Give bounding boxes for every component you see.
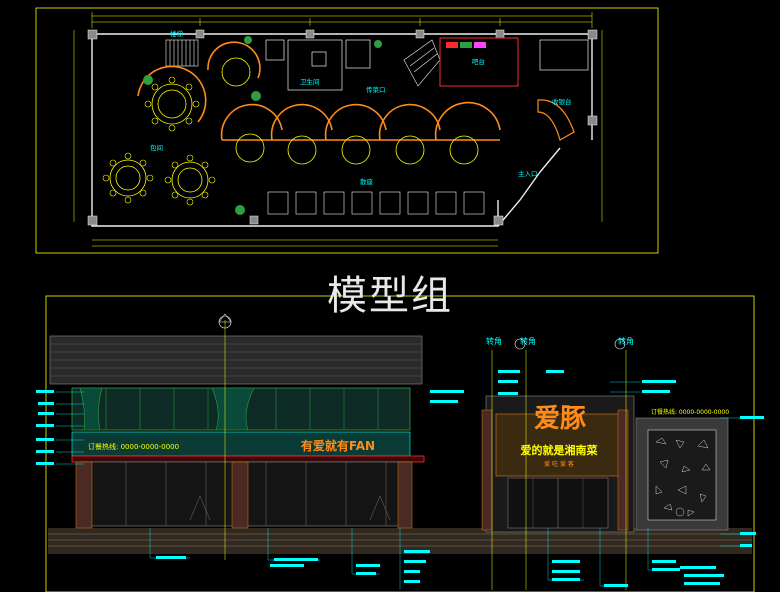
right-annotations — [610, 381, 740, 547]
left-annotations — [56, 391, 84, 465]
fascia: 订餐热线: 0000-0000-0000 有爱就有FAN — [71, 431, 411, 457]
plan-label-stair: 楼梯 — [170, 29, 184, 38]
fascia-slogan: 有爱就有FAN — [301, 438, 375, 453]
bottom-annotation-blocks — [156, 550, 724, 587]
turn-markers: 转角 转角 转角 — [218, 313, 634, 350]
plan-kitchen — [439, 37, 589, 141]
plan-booths — [267, 191, 485, 215]
turn-mark-3: 转角 — [618, 336, 634, 346]
leader-lines — [224, 320, 627, 590]
right-annotation-blocks — [430, 370, 764, 547]
plan-label-bar: 吧台 — [472, 57, 485, 66]
plan-columns — [87, 29, 598, 226]
elevation-frame — [45, 295, 755, 592]
sign-subtitle: 爱的就是湘南菜 — [521, 443, 599, 457]
plan-dimensions — [73, 12, 603, 247]
upper-cladding — [49, 335, 423, 385]
left-annotation-blocks — [36, 390, 54, 465]
plan-label-main-entry: 主入口 — [518, 169, 538, 178]
turn-mark-2: 转角 — [520, 336, 536, 346]
elevation: 订餐热线: 0000-0000-0000 有爱就有FAN — [36, 295, 764, 592]
turn-mark-1: 转角 — [486, 336, 502, 346]
plan-label-kitchen-pass: 传菜口 — [366, 85, 386, 94]
plan-toilet — [265, 39, 371, 91]
phone-right: 订餐热线: 0000-0000-0000 — [651, 408, 729, 416]
plan-stair — [165, 39, 441, 87]
glazing-band — [71, 387, 411, 431]
right-wall: 订餐热线: 0000-0000-0000 — [635, 408, 729, 531]
plan-plants — [143, 36, 382, 215]
plan-label-reception: 收银台 — [552, 97, 572, 106]
floor-plan: 卫生间 收银台 主入口 散座 包间 吧台 传菜口 楼梯 — [35, 7, 659, 254]
phone-left: 订餐热线: 0000-0000-0000 — [88, 442, 179, 451]
sign-small: 爱 吃 爱 客 — [544, 460, 574, 468]
plan-label-toilet: 卫生间 — [300, 77, 320, 86]
plan-chairs — [102, 76, 216, 206]
watermark-text: 模型组 — [327, 273, 453, 319]
plan-label-dining: 散座 — [360, 177, 374, 186]
red-beam — [71, 455, 425, 463]
sign-block: 爱豚 爱的就是湘南菜 爱 吃 爱 客 — [485, 395, 635, 533]
plan-private-rooms — [137, 41, 501, 141]
plan-label-private-room: 包间 — [150, 143, 163, 152]
brick-piers — [75, 461, 413, 529]
plan-frame — [35, 7, 659, 254]
sign-main-logo: 爱豚 — [534, 404, 586, 434]
plan-round-tables — [109, 57, 479, 199]
plan-labels: 卫生间 收银台 主入口 散座 包间 吧台 传菜口 楼梯 — [150, 29, 572, 186]
